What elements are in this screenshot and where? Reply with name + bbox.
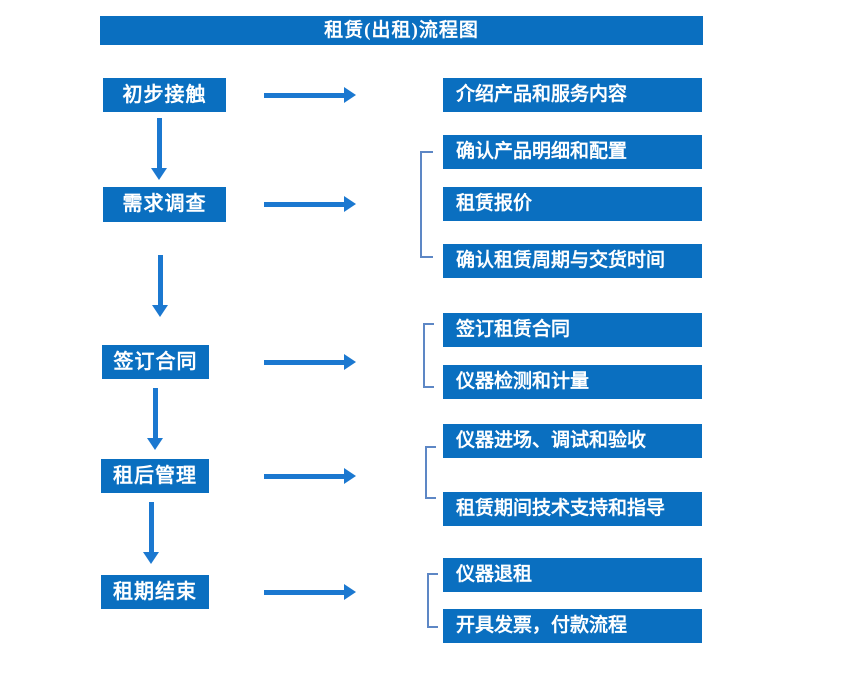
arrow-head-icon xyxy=(344,87,356,103)
detail-box-confirm-product-config: 确认产品明细和配置 xyxy=(443,135,702,169)
arrow-head-icon xyxy=(151,168,167,180)
arrow-head-icon xyxy=(344,468,356,484)
detail-box-instrument-setup-acceptance: 仪器进场、调试和验收 xyxy=(443,424,702,458)
right-arrow-initial-contact xyxy=(264,87,356,103)
bracket-demand-survey-group xyxy=(420,151,433,258)
arrow-stem xyxy=(149,502,154,552)
bracket-lease-end-group xyxy=(427,573,438,628)
arrow-stem xyxy=(264,590,345,595)
arrow-stem xyxy=(264,474,345,479)
stage-box-demand-survey: 需求调查 xyxy=(103,187,226,222)
arrow-head-icon xyxy=(143,552,159,564)
stage-box-sign-contract: 签订合同 xyxy=(102,345,209,379)
detail-box-instrument-return: 仪器退租 xyxy=(443,558,702,592)
detail-box-instrument-testing: 仪器检测和计量 xyxy=(443,365,702,399)
detail-box-technical-support: 租赁期间技术支持和指导 xyxy=(443,492,702,526)
right-arrow-demand-survey xyxy=(264,196,356,212)
arrow-stem xyxy=(264,360,345,365)
arrow-head-icon xyxy=(344,584,356,600)
down-arrow-4 xyxy=(143,502,159,564)
bracket-post-rental-group xyxy=(425,446,436,499)
arrow-stem xyxy=(157,118,162,168)
arrow-head-icon xyxy=(344,354,356,370)
arrow-head-icon xyxy=(152,305,168,317)
down-arrow-2 xyxy=(152,255,168,317)
detail-box-introduce-products: 介绍产品和服务内容 xyxy=(443,78,702,112)
detail-box-rental-quotation: 租赁报价 xyxy=(443,187,702,221)
arrow-stem xyxy=(264,93,345,98)
arrow-head-icon xyxy=(147,438,163,450)
arrow-stem xyxy=(153,388,158,438)
arrow-head-icon xyxy=(344,196,356,212)
bracket-sign-contract-group xyxy=(423,323,434,388)
right-arrow-post-rental-management xyxy=(264,468,356,484)
detail-box-invoice-payment: 开具发票，付款流程 xyxy=(443,609,702,643)
detail-box-sign-rental-contract: 签订租赁合同 xyxy=(443,313,702,347)
stage-box-post-rental-management: 租后管理 xyxy=(101,459,209,493)
stage-box-lease-end: 租期结束 xyxy=(101,575,209,609)
right-arrow-lease-end xyxy=(264,584,356,600)
arrow-stem xyxy=(158,255,163,305)
stage-box-initial-contact: 初步接触 xyxy=(103,78,226,112)
arrow-stem xyxy=(264,202,345,207)
down-arrow-1 xyxy=(151,118,167,180)
right-arrow-sign-contract xyxy=(264,354,356,370)
detail-box-confirm-period-delivery: 确认租赁周期与交货时间 xyxy=(443,244,702,278)
flowchart-title: 租赁(出租)流程图 xyxy=(100,16,703,45)
down-arrow-3 xyxy=(147,388,163,450)
